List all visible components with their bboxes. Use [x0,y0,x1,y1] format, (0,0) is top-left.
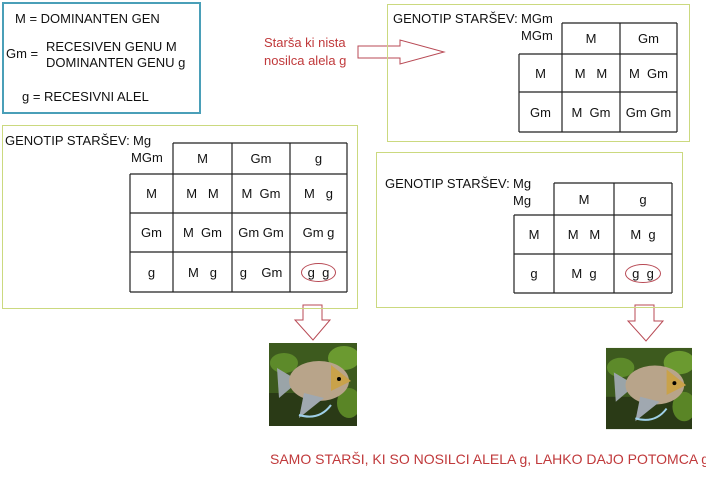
legend-g: g = RECESIVNI ALEL [22,89,149,104]
offspring-cell: M M [554,215,614,254]
offspring-cell-highlighted: g g [614,254,672,293]
parent2-genotype: MGm [131,150,163,165]
conclusion-text: SAMO STARŠI, KI SO NOSILCI ALELA g, LAHK… [270,451,706,467]
parent2-genotype: Mg [513,193,532,208]
offspring-cell: M M [562,54,620,92]
offspring-genotype: M g [630,227,656,242]
row-header: Gm [530,104,551,120]
genotype-title: GENOTIP STARŠEV: [5,133,130,148]
highlight-oval: g g [625,264,661,283]
offspring-genotype: M g [571,266,597,281]
row-header: Gm [141,225,162,240]
offspring-genotype: M M [186,186,219,201]
offspring-cell: M Gm [232,174,290,213]
offspring-genotype: Gm Gm [238,225,284,240]
legend-m: M = DOMINANTEN GEN [15,11,160,26]
offspring-cell: Gm Gm [232,213,290,252]
down-arrow-icon [293,304,332,341]
offspring-cell: M Gm [562,92,620,132]
legend-box: M = DOMINANTEN GEN Gm = RECESIVEN GENU M… [2,2,201,114]
note-line1: Starša ki nista [264,35,346,50]
parent1-genotype: Mg [513,176,532,191]
parent1-genotype: Mg [133,133,152,148]
punnett-box-mg-mg [376,152,683,308]
offspring-genotype: M M [567,227,601,242]
column-header: M [197,151,208,166]
offspring-genotype: M g [304,186,333,201]
legend-gm-line2: DOMINANTEN GENU g [46,55,186,70]
column-header: g [639,191,647,207]
punnett-box-mg-mgm [2,125,358,309]
genotype-title: GENOTIP STARŠEV: [393,11,518,26]
angelfish-image [269,343,357,426]
offspring-genotype: Gm Gm [625,104,672,120]
column-header: M [578,191,590,207]
note-line2: nosilca alela g [264,53,347,68]
offspring-genotype: M Gm [183,225,222,240]
offspring-cell-highlighted: g g [290,252,347,292]
offspring-cell: M M [173,174,232,213]
offspring-cell: M g [173,252,232,292]
offspring-genotype: M g [188,264,217,280]
column-header: Gm [638,31,659,46]
offspring-genotype: M Gm [629,65,668,81]
row-header: g [147,264,156,280]
offspring-cell: g Gm [232,252,290,292]
offspring-genotype: g Gm [239,264,283,280]
column-header: M [585,31,597,46]
column-header: Gm [250,151,272,166]
parent2-genotype: MGm [521,28,553,43]
offspring-genotype: M Gm [241,186,281,201]
offspring-genotype: Gm g [302,225,335,240]
angelfish-image [606,347,692,430]
offspring-cell: M Gm [173,213,232,252]
offspring-cell: M Gm [620,54,677,92]
parent1-genotype: MGm [521,11,553,26]
genotype-title: GENOTIP STARŠEV: [385,176,510,191]
offspring-cell: M g [554,254,614,293]
offspring-cell: M g [290,174,347,213]
row-header: M [528,227,540,242]
legend-gm-line1: RECESIVEN GENU M [46,39,177,54]
row-header: g [530,266,538,281]
legend-gm-prefix: Gm = [6,46,39,61]
offspring-cell: M g [614,215,672,254]
punnett-box-mgm-mgm [387,4,690,142]
offspring-cell: Gm Gm [620,92,677,132]
offspring-cell: Gm g [290,213,347,252]
right-arrow-icon [357,39,446,65]
row-header: M [535,65,546,81]
offspring-genotype: M Gm [571,104,611,120]
column-header: g [314,151,323,166]
highlight-oval: g g [300,262,337,282]
row-header: M [146,186,157,201]
offspring-genotype: M M [574,65,608,81]
